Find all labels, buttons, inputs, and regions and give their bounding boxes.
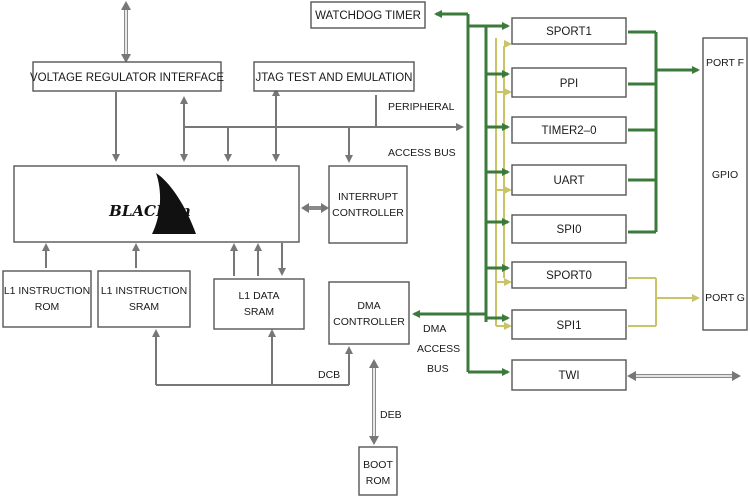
boot-rom-label-line1: BOOT	[363, 459, 393, 471]
dma-label-line1: DMA	[357, 300, 380, 312]
l1-rom-label-line1: L1 INSTRUCTION	[4, 285, 90, 297]
peripheral-spi0: SPI0	[511, 214, 627, 244]
boot-rom-label-line2: ROM	[366, 475, 391, 487]
peripheral-bus-label-line2: ACCESS BUS	[388, 147, 456, 159]
l1-rom-label-line2: ROM	[35, 301, 60, 313]
peripheral-label: UART	[553, 175, 584, 187]
port-f-label: PORT F	[706, 57, 744, 69]
l1-data-label-line2: SRAM	[244, 306, 274, 318]
blackfin-core-block: BLACKfin	[13, 165, 300, 243]
peripheral-label: TWI	[558, 370, 579, 382]
peripheral-sport1: SPORT1	[511, 17, 627, 45]
gpio-block: PORT F GPIO PORT G	[702, 37, 748, 331]
dma-bus-label-line2: ACCESS	[417, 343, 460, 355]
peripheral-ppi: PPI	[511, 67, 627, 98]
peripheral-sport0: SPORT0	[511, 261, 627, 289]
l1-sram-label-line2: SRAM	[129, 301, 159, 313]
peripheral-label: SPORT1	[546, 26, 592, 38]
dma-controller-block: DMA CONTROLLER	[328, 281, 410, 345]
interrupt-label-line1: INTERRUPT	[338, 191, 399, 203]
gpio-label: GPIO	[712, 169, 738, 181]
peripheral-label: SPI0	[557, 224, 582, 236]
peripheral-uart: UART	[511, 164, 627, 196]
dcb-label: DCB	[318, 369, 340, 381]
voltage-regulator-block: VOLTAGE REGULATOR INTERFACE	[30, 61, 224, 92]
watchdog-timer-label: WATCHDOG TIMER	[315, 10, 421, 22]
blackfin-logo-text: BLACKfin	[108, 202, 191, 220]
boot-rom-block: BOOT ROM	[358, 446, 398, 496]
blackfin-logo: BLACKfin	[108, 173, 196, 234]
interrupt-label-line2: CONTROLLER	[332, 207, 404, 219]
l1-data-sram-block: L1 DATA SRAM	[213, 278, 305, 330]
l1-instruction-rom-block: L1 INSTRUCTION ROM	[2, 270, 92, 328]
peripheral-bus-label-line1: PERIPHERAL	[388, 101, 455, 113]
jtag-label: JTAG TEST AND EMULATION	[256, 72, 413, 84]
dma-bus-label-line3: BUS	[427, 363, 449, 375]
peripheral-spi1: SPI1	[511, 309, 627, 340]
l1-data-label-line1: L1 DATA	[238, 290, 279, 302]
l1-sram-label-line1: L1 INSTRUCTION	[101, 285, 187, 297]
dma-label-line2: CONTROLLER	[333, 316, 405, 328]
peripheral-label: TIMER2–0	[542, 125, 597, 137]
peripheral-label: SPI1	[557, 320, 582, 332]
watchdog-timer-block: WATCHDOG TIMER	[310, 1, 426, 29]
peripheral-timer: TIMER2–0	[511, 116, 627, 144]
peripheral-label: SPORT0	[546, 270, 592, 282]
deb-label: DEB	[380, 409, 402, 421]
peripheral-twi: TWI	[511, 359, 627, 391]
dma-bus-label-line1: DMA	[423, 323, 446, 335]
interrupt-controller-block: INTERRUPT CONTROLLER	[328, 165, 408, 244]
jtag-block: JTAG TEST AND EMULATION	[253, 61, 415, 92]
voltage-regulator-label: VOLTAGE REGULATOR INTERFACE	[30, 72, 224, 84]
l1-instruction-sram-block: L1 INSTRUCTION SRAM	[97, 270, 191, 328]
shark-fin-icon	[152, 173, 196, 234]
peripheral-label: PPI	[560, 78, 579, 90]
port-g-label: PORT G	[705, 292, 745, 304]
